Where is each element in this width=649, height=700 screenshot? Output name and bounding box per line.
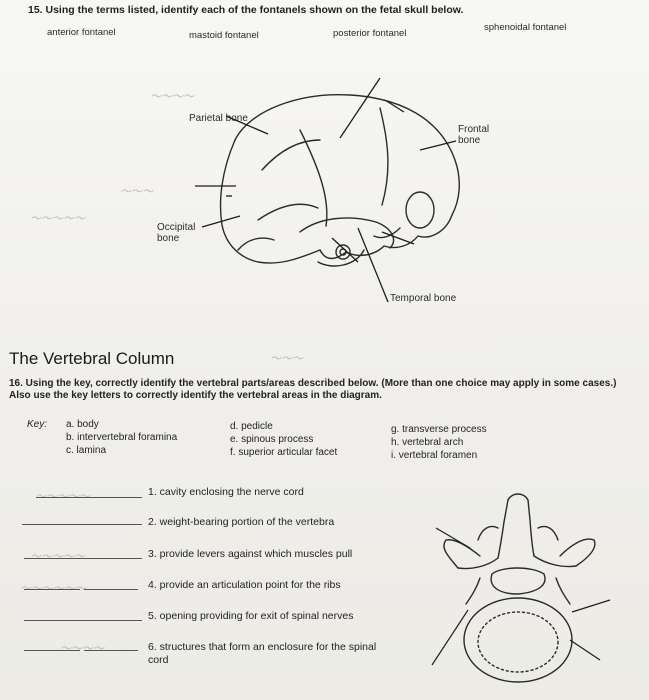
transverse-process-right	[559, 538, 596, 567]
key-item-e: e. spinous process	[230, 434, 314, 445]
item-5: 5. opening providing for exit of spinal …	[148, 610, 354, 622]
answer-blank-3[interactable]	[24, 558, 142, 559]
spinous-process	[507, 493, 535, 557]
item-1: 1. cavity enclosing the nerve cord	[148, 486, 304, 498]
bleed-through-text: ～～～～	[150, 91, 194, 103]
skull-outline	[234, 93, 460, 216]
key-item-c: c. lamina	[66, 445, 107, 456]
leader-line-parietal	[225, 115, 269, 135]
answer-blank-1[interactable]	[36, 497, 142, 498]
bleed-through-text: ～～～	[120, 186, 153, 198]
question-16-prompt: 16. Using the key, correctly identify th…	[9, 378, 617, 401]
bleed-through-text: ～～～	[270, 353, 303, 365]
question-15-prompt: 15. Using the terms listed, identify eac…	[28, 4, 464, 16]
leader-line-occipital	[201, 215, 241, 228]
key-label: Key:	[27, 419, 48, 430]
vertebral-body	[463, 597, 573, 683]
section-title: The Vertebral Column	[9, 349, 175, 368]
vertebral-foramen	[490, 567, 546, 595]
leader-line-frontal	[419, 140, 457, 151]
item-3: 3. provide levers against which muscles …	[148, 548, 353, 560]
skull-outline-back	[219, 139, 321, 264]
key-item-i: i. vertebral foramen	[391, 450, 478, 461]
leader-line	[339, 77, 381, 139]
label-frontal-bone: Frontal bone	[458, 124, 490, 146]
item-6: 6. structures that form an enclosure for…	[148, 641, 377, 666]
item-4: 4. provide an articulation point for the…	[148, 579, 341, 591]
key-item-h: h. vertebral arch	[391, 437, 464, 448]
label-occipital-bone: Occipital bone	[157, 222, 196, 244]
answer-blank-4a[interactable]	[24, 589, 80, 590]
transverse-process-left	[443, 539, 481, 569]
item-2: 2. weight-bearing portion of the vertebr…	[148, 516, 335, 528]
answer-blank-4b[interactable]	[84, 589, 138, 590]
key-item-g: g. transverse process	[391, 424, 487, 435]
answer-blank-5[interactable]	[24, 620, 142, 621]
term-mastoid-fontanel: mastoid fontanel	[189, 30, 259, 41]
answer-blank-6b[interactable]	[84, 650, 138, 651]
answer-blank-2[interactable]	[22, 524, 142, 525]
bleed-through-text: ～～～～～	[30, 551, 85, 563]
answer-blank-6a[interactable]	[24, 650, 80, 651]
bleed-through-text: ～～～～	[60, 643, 104, 655]
label-temporal-bone: Temporal bone	[390, 293, 457, 304]
key-item-b: b. intervertebral foramina	[66, 432, 178, 443]
term-posterior-fontanel: posterior fontanel	[333, 28, 407, 39]
key-item-a: a. body	[66, 419, 99, 430]
bleed-through-text: ～～～～～	[30, 213, 85, 225]
label-parietal-bone: Parietal bone	[189, 113, 248, 124]
leader-line-temporal	[357, 227, 389, 303]
term-sphenoidal-fontanel: sphenoidal fontanel	[484, 22, 567, 33]
key-item-d: d. pedicle	[230, 421, 273, 432]
term-anterior-fontanel: anterior fontanel	[47, 27, 116, 38]
key-item-f: f. superior articular facet	[230, 447, 338, 458]
